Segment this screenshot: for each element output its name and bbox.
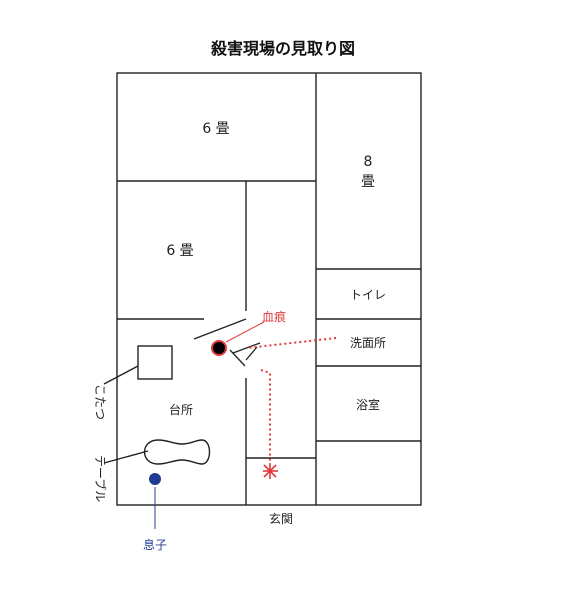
room-label-eight-number: 8 (364, 154, 373, 170)
room-label-bathroom: 浴室 (356, 397, 380, 412)
arrow-marks-icon (229, 342, 261, 367)
son-marker-icon (149, 473, 161, 485)
blood-leader-line (225, 321, 265, 343)
table-leader-line (103, 450, 149, 464)
blood-label: 血痕 (262, 309, 286, 324)
blood-trail-line (246, 337, 337, 349)
door-swing (193, 318, 247, 340)
victim-position-icon (211, 340, 227, 356)
outer-wall (116, 72, 422, 506)
blood-trail-line-vertical (260, 369, 271, 462)
room-label-toilet: トイレ (350, 288, 386, 302)
room-label-middle-six: 6 畳 (166, 243, 193, 259)
table-label: テーブル (93, 455, 108, 502)
kotatsu-label: こたつ (93, 384, 107, 420)
room-label-entrance: 玄関 (269, 511, 293, 526)
room-label-kitchen: 台所 (169, 402, 193, 417)
room-label-washroom: 洗面所 (350, 336, 386, 350)
diagram-title: 殺害現場の見取り図 (210, 39, 355, 58)
room-label-upper-six: 6 畳 (202, 121, 229, 137)
floor-plan-walls (116, 72, 422, 506)
son-label: 息子 (143, 537, 167, 552)
table-icon (143, 439, 211, 465)
room-label-eight-unit: 畳 (361, 174, 375, 190)
kotatsu-icon (137, 345, 173, 380)
kotatsu-leader-line (103, 365, 139, 385)
blood-splatter-icon (263, 463, 278, 479)
